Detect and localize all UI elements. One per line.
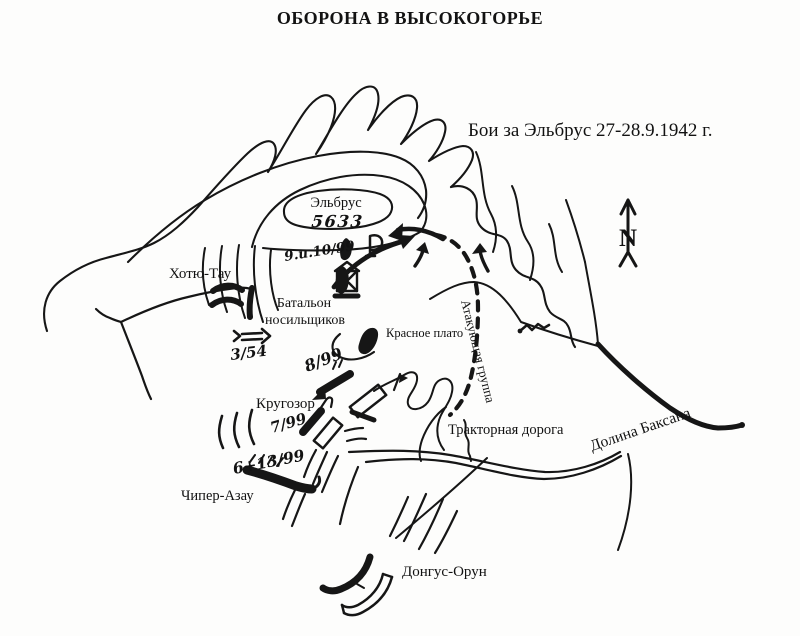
north-arrow: N [618,198,638,268]
baksan-valley-line [595,341,745,431]
glacier-meander-line [373,371,454,451]
porters-battalion-label-line2: носильщиков [265,313,345,328]
baksan-valley-label: Долина Баксана [588,404,693,454]
mountain-trail [94,286,254,401]
pass-symbols [319,553,394,617]
krugozor-label: Кругозор [256,396,315,412]
hatch-strokes [281,426,459,555]
attacking-group-label: Атакующая группа [458,298,498,404]
north-label: N [619,225,637,252]
peak-name-label: Эльбрус [310,195,361,211]
porters-battalion-label-line1: Батальон [277,296,332,311]
shelter-hut-icon [332,260,361,299]
defense-marks [209,282,459,617]
chiper-azau-label: Чипер-Азау [181,488,254,504]
tractor-road-label: Тракторная дорога [448,422,564,438]
tractor-road-lines [347,449,623,481]
streams [395,406,633,551]
page-title: ОБОРОНА В ВЫСОКОГОРЬЕ [277,8,543,28]
unit-3-54-label: 3/54 [229,342,268,364]
krasnoe-plato-label: Красное плато [386,326,463,340]
attack-route-dashed-line [433,232,481,418]
dongus-orun-label: Донгус-Орун [402,564,487,580]
slope-hatch-lines [201,244,279,323]
ridge-lines [429,151,599,347]
mountain-contours [43,85,577,349]
unit-9-10-99-label: 9.и.10/99 [283,238,356,265]
peak-elevation-label: 5633 [311,211,365,231]
unit-3-54-arrow [232,327,272,345]
map-subtitle: Бои за Эльбрус 27-28.9.1942 г. [468,120,713,141]
unit-8-99-label: 8/99 [301,344,345,376]
khotyu-tau-label: Хотю-Тау [169,266,232,282]
